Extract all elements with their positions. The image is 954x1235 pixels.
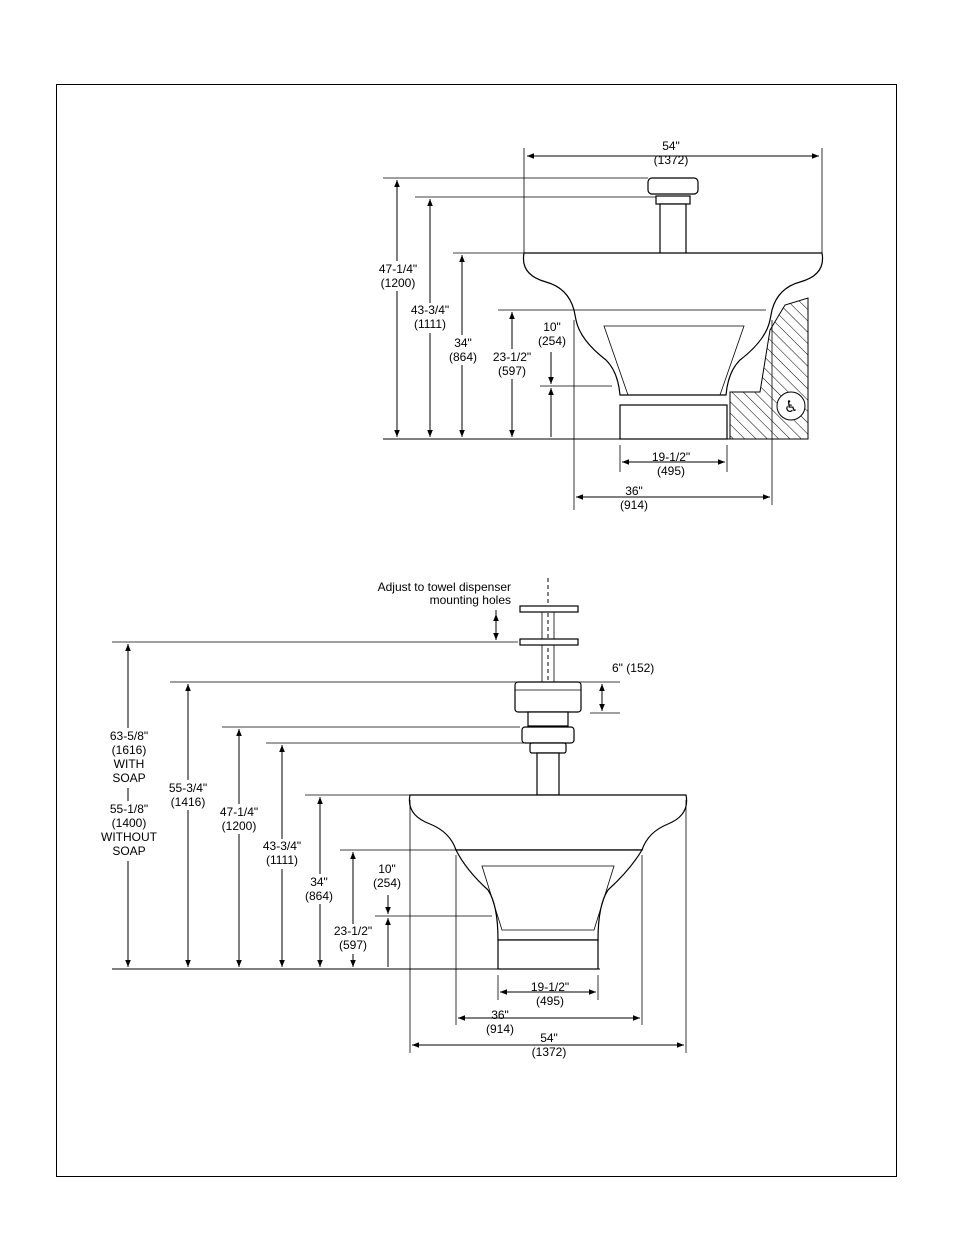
label-front-h-cover-mm: (254) [373,876,401,890]
side-spray-head [647,177,699,195]
label-front-h-spout-mm: (1111) [266,853,298,867]
side-column [659,203,687,255]
label-side-w-bowl-in: 36" [625,484,643,498]
wheelchair-accessibility-icon: ♿ [776,391,806,421]
label-h-without-soap-mm: (1400) [112,816,147,830]
label-side-w-bowl-mm: (914) [620,498,648,512]
label-front-h-rim-mm: (864) [305,889,333,903]
label-side-w-base-mm: (495) [657,464,685,478]
front-funnel [481,865,615,931]
label-front-w-top-in: 54" [540,1031,558,1045]
side-view: ♿ 54" (1372) [374,139,824,512]
label-towel-note-2: mounting holes [430,593,511,607]
side-bowl [522,252,824,396]
towel-mount-upper [519,605,579,613]
label-soap-step: 6" (152) [612,661,654,675]
label-without-2: SOAP [112,844,145,858]
label-with-2: SOAP [112,771,145,785]
side-base-box [619,404,728,440]
label-side-h-cover-mm: (254) [538,334,566,348]
label-without-1: WITHOUT [101,830,158,844]
svg-text:♿: ♿ [784,397,798,416]
label-side-h-overall-mm: (1200) [381,276,416,290]
front-view: Adjust to towel dispenser mounting holes… [96,578,688,1059]
label-front-w-bowl-in: 36" [491,1008,509,1022]
label-front-h-under-mm: (597) [339,938,367,952]
label-front-h-overall-in: 47-1/4" [220,805,258,819]
label-h-with-soap-mm: (1616) [112,743,147,757]
label-front-w-base-in: 19-1/2" [531,980,569,994]
label-side-h-overall-in: 47-1/4" [379,262,417,276]
label-side-h-rim-mm: (864) [449,350,477,364]
label-h-towel-mm: (1416) [171,795,206,809]
label-h-towel-in: 55-3/4" [169,781,207,795]
label-front-h-rim-in: 34" [310,875,328,889]
label-front-h-spout-in: 43-3/4" [263,839,301,853]
front-bowl-lower [455,849,644,941]
label-towel-note-1: Adjust to towel dispenser [378,580,511,594]
label-front-h-cover-in: 10" [378,862,396,876]
front-spray-head [521,726,575,744]
label-side-h-spout-mm: (1111) [414,317,446,331]
side-spray-collar [655,195,691,205]
front-column [536,752,560,796]
front-spray-ring [529,742,567,754]
label-side-h-rim-in: 34" [454,336,472,350]
label-side-width-top-mm: (1372) [654,153,689,167]
label-side-h-under-in: 23-1/2" [493,350,531,364]
label-front-w-top-mm: (1372) [532,1045,567,1059]
page-border [56,84,897,1177]
label-front-w-base-mm: (495) [536,994,564,1008]
label-with-1: WITH [114,757,145,771]
label-side-h-spout-in: 43-3/4" [411,303,449,317]
label-front-h-under-in: 23-1/2" [334,924,372,938]
front-bowl [408,794,688,851]
label-h-without-soap-in: 55-1/8" [110,802,148,816]
towel-mount-lower [519,638,579,646]
label-side-width-top-in: 54" [662,139,680,153]
soap-collar [527,711,569,727]
label-side-h-under-mm: (597) [498,364,526,378]
label-front-w-bowl-mm: (914) [486,1022,514,1036]
side-funnel [603,325,745,396]
front-base-box [497,939,599,970]
label-side-h-cover-in: 10" [543,320,561,334]
soap-dispenser [514,681,582,713]
label-h-with-soap-in: 63-5/8" [110,729,148,743]
label-front-h-overall-mm: (1200) [222,819,257,833]
label-side-w-base-in: 19-1/2" [652,450,690,464]
